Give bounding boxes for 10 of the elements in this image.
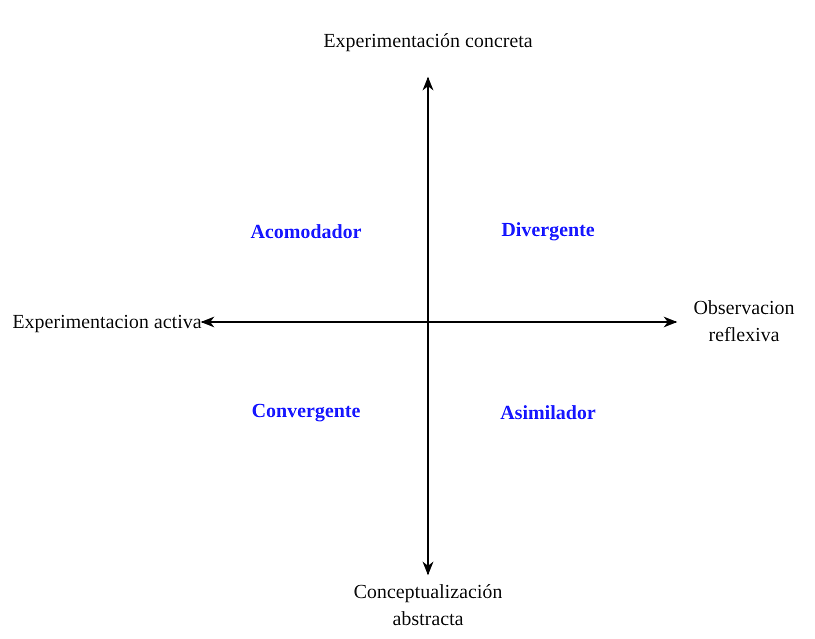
double-arrow <box>422 76 434 576</box>
quadrant-label: Acomodador <box>250 220 362 245</box>
axis-label: Conceptualización abstracta <box>352 580 504 632</box>
double-arrow <box>200 316 678 328</box>
axis-label: Observacion reflexiva <box>692 296 796 348</box>
quadrant-label: Asimilador <box>500 401 596 426</box>
quadrant-label: Convergente <box>252 399 360 424</box>
axis-label: Experimentacion activa <box>12 310 202 334</box>
quadrant-label: Divergente <box>501 218 595 243</box>
axis-label: Experimentación concreta <box>323 28 533 54</box>
